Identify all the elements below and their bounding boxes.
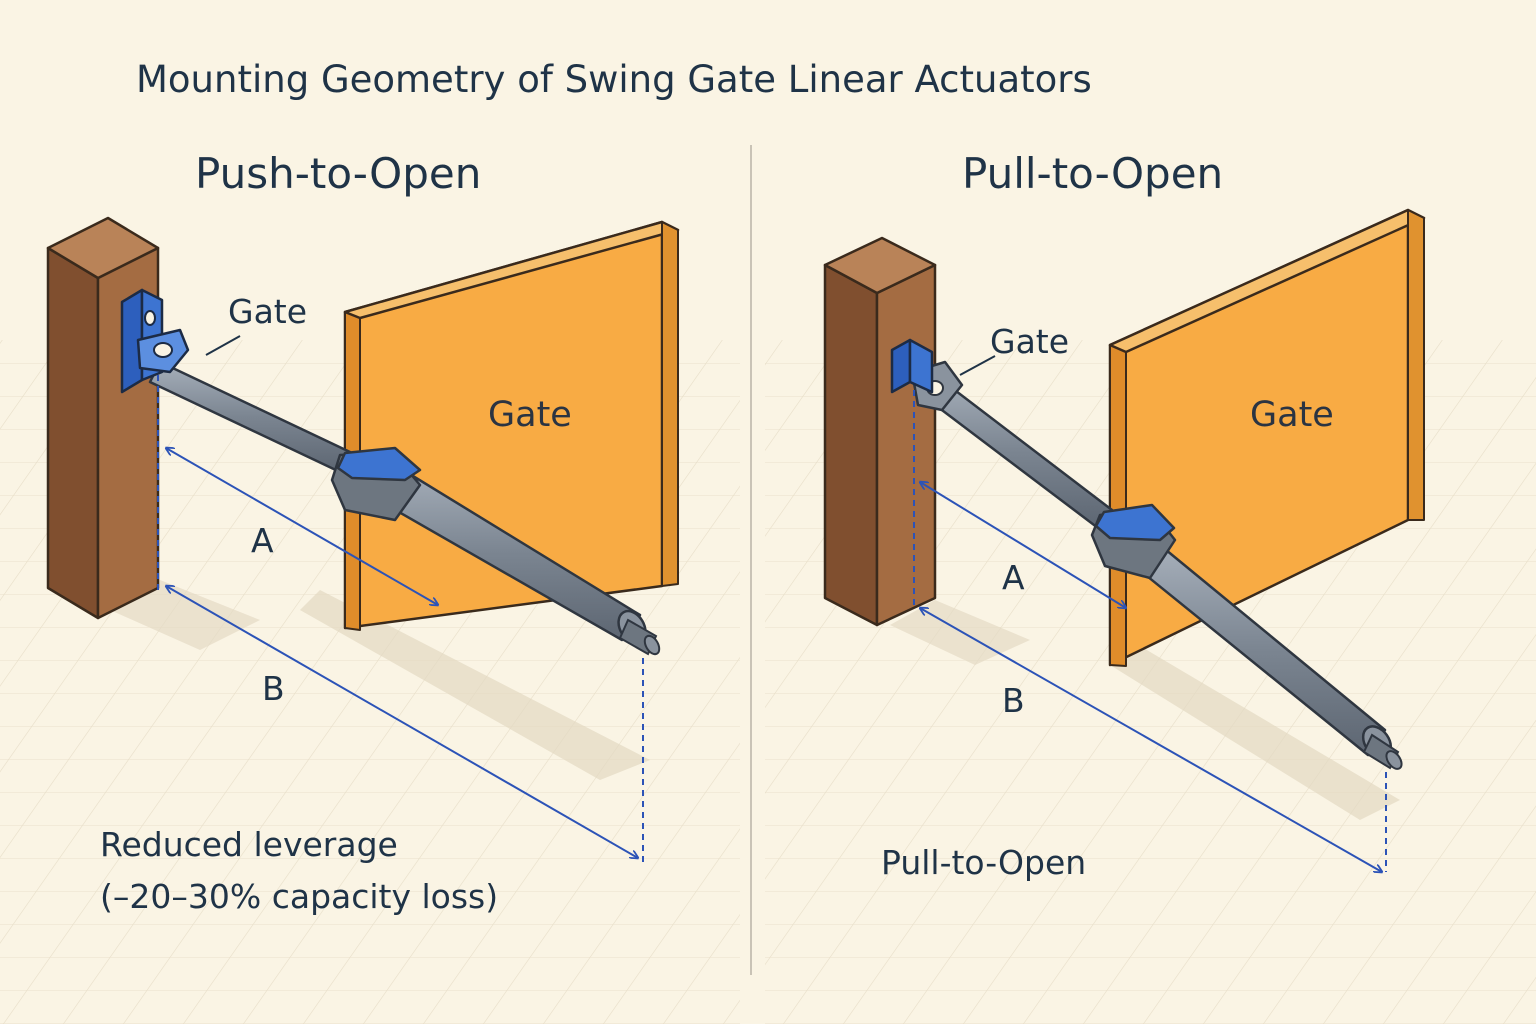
bracket-label: Gate xyxy=(990,322,1069,361)
gate-panel[interactable] xyxy=(1108,208,1426,667)
dimension-b-label: B xyxy=(262,669,285,708)
panel-heading: Pull-to-Open xyxy=(962,149,1223,198)
mounting-bracket[interactable] xyxy=(890,338,934,394)
dimension-a-arrow xyxy=(920,482,1126,608)
push-to-open-panel: Push-to-Open Gate xyxy=(46,149,680,916)
panel-heading: Push-to-Open xyxy=(195,149,481,198)
pull-note: Pull-to-Open xyxy=(881,843,1086,882)
dimension-b-label: B xyxy=(1002,681,1025,720)
dimension-a-label: A xyxy=(251,521,274,560)
leverage-note-line2: (–20–30% capacity loss) xyxy=(100,877,498,916)
bracket-leader-line xyxy=(205,335,241,356)
bracket-leader-line xyxy=(959,355,996,376)
bracket-label: Gate xyxy=(228,292,307,331)
leverage-note-line1: Reduced leverage xyxy=(100,825,398,864)
dimension-b-arrow xyxy=(920,608,1382,872)
diagram-title: Mounting Geometry of Swing Gate Linear A… xyxy=(136,58,1092,101)
dimension-b-arrow xyxy=(166,586,638,858)
pull-to-open-panel: Pull-to-Open Gate xyxy=(823,149,1426,882)
wooden-post xyxy=(46,216,160,620)
dimension-a-label: A xyxy=(1002,558,1025,597)
wooden-post xyxy=(823,236,937,627)
dimension-a-arrow xyxy=(166,448,438,605)
mounting-bracket[interactable] xyxy=(120,288,190,394)
gate-label: Gate xyxy=(1250,395,1334,435)
gate-label: Gate xyxy=(488,395,572,435)
